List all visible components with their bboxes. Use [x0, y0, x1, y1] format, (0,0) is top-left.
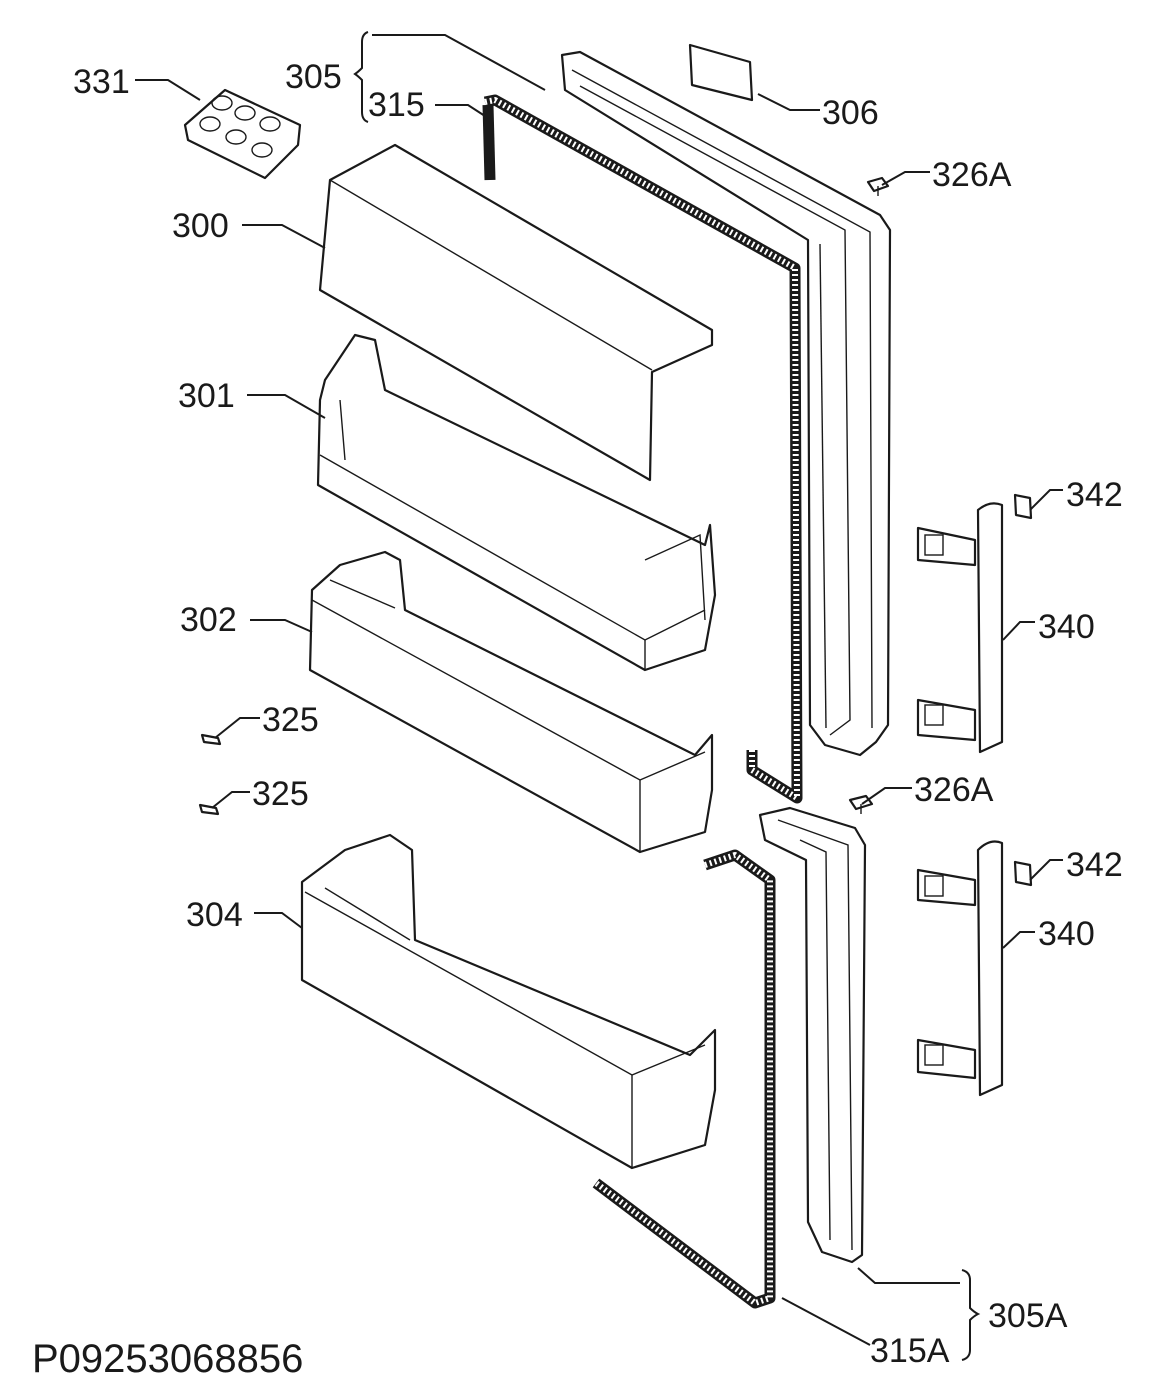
leader-lines	[135, 31, 1063, 1361]
lower-gasket-315a	[592, 849, 776, 1309]
upper-door-305	[560, 50, 892, 757]
label-315a: 315A	[870, 1332, 950, 1370]
label-342-bottom: 342	[1066, 846, 1123, 884]
handle-cap-342-top	[1013, 493, 1033, 520]
label-315: 315	[368, 86, 425, 124]
door-shelf-302	[308, 550, 714, 854]
handle-cap-342-bottom	[1013, 860, 1033, 887]
screw-325-a	[200, 733, 222, 746]
hinge-pin-326a-top	[866, 176, 890, 196]
dairy-flap-300	[318, 143, 714, 482]
label-sticker-306	[688, 43, 754, 102]
label-301: 301	[178, 377, 235, 415]
label-305a: 305A	[988, 1297, 1068, 1335]
label-326a-top: 326A	[932, 156, 1012, 194]
label-331: 331	[73, 63, 130, 101]
lower-handle-340	[916, 840, 1004, 1097]
label-326a-mid: 326A	[914, 771, 994, 809]
label-340-bottom: 340	[1038, 915, 1095, 953]
label-302: 302	[180, 601, 237, 639]
label-300: 300	[172, 207, 229, 245]
door-shelf-304	[300, 833, 717, 1170]
label-305: 305	[285, 58, 342, 96]
label-340-top: 340	[1038, 608, 1095, 646]
hinge-pin-326a-mid	[848, 794, 874, 814]
lower-door-305a	[758, 806, 867, 1264]
upper-handle-340	[916, 502, 1004, 754]
screw-325-b	[198, 803, 220, 816]
label-304: 304	[186, 896, 243, 934]
egg-tray-331	[183, 88, 302, 180]
label-325-b: 325	[252, 775, 309, 813]
upper-gasket-315	[482, 94, 803, 804]
door-shelf-301	[316, 333, 717, 672]
label-342-top: 342	[1066, 476, 1123, 514]
label-306: 306	[822, 94, 879, 132]
label-325-a: 325	[262, 701, 319, 739]
drawing-code: P09253068856	[32, 1337, 303, 1381]
